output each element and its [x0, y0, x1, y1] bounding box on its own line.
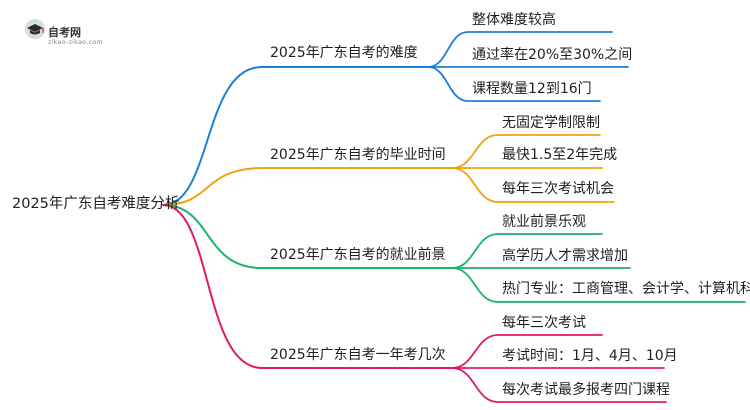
leaf-connector [451, 167, 615, 203]
leaf-label: 课程数量12到16门 [472, 81, 592, 97]
leaf-connector [451, 233, 603, 269]
leaf-label: 热门专业：工商管理、会计学、计算机科学 [502, 281, 750, 297]
logo-name: 自考网 [48, 26, 81, 39]
leaf-connector [451, 367, 667, 403]
leaf-label: 每次考试最多报考四门课程 [502, 382, 670, 398]
root-connector [162, 167, 263, 206]
leaf-label: 高学历人才需求增加 [502, 248, 628, 264]
leaf-connector [451, 334, 603, 369]
root-connector [162, 204, 263, 369]
root-connector [162, 204, 263, 269]
leaf-label: 整体难度较高 [472, 12, 556, 28]
leaf-connector [451, 267, 746, 303]
leaf-connector [427, 66, 601, 102]
branch-label: 2025年广东自考的难度 [270, 45, 418, 61]
leaf-label: 就业前景乐观 [502, 214, 586, 230]
leaf-label: 每年三次考试 [502, 315, 586, 331]
leaf-label: 考试时间：1月、4月、10月 [502, 348, 678, 364]
leaf-connector [427, 31, 613, 68]
leaf-label: 每年三次考试机会 [502, 181, 614, 197]
branch-label: 2025年广东自考的就业前景 [270, 247, 446, 263]
root-connector [162, 66, 263, 206]
graduation-cap-icon [25, 19, 45, 39]
leaf-label: 最快1.5至2年完成 [502, 147, 618, 163]
root-topic: 2025年广东自考难度分析 [12, 196, 180, 212]
logo [24, 18, 140, 52]
branch-label: 2025年广东自考的毕业时间 [270, 147, 446, 163]
leaf-label: 无固定学制限制 [502, 115, 600, 131]
leaf-label: 通过率在20%至30%之间 [472, 47, 633, 63]
branch-label: 2025年广东自考一年考几次 [270, 347, 446, 363]
logo-url: zikao-zikao.com [48, 38, 103, 46]
leaf-connector [451, 134, 601, 169]
